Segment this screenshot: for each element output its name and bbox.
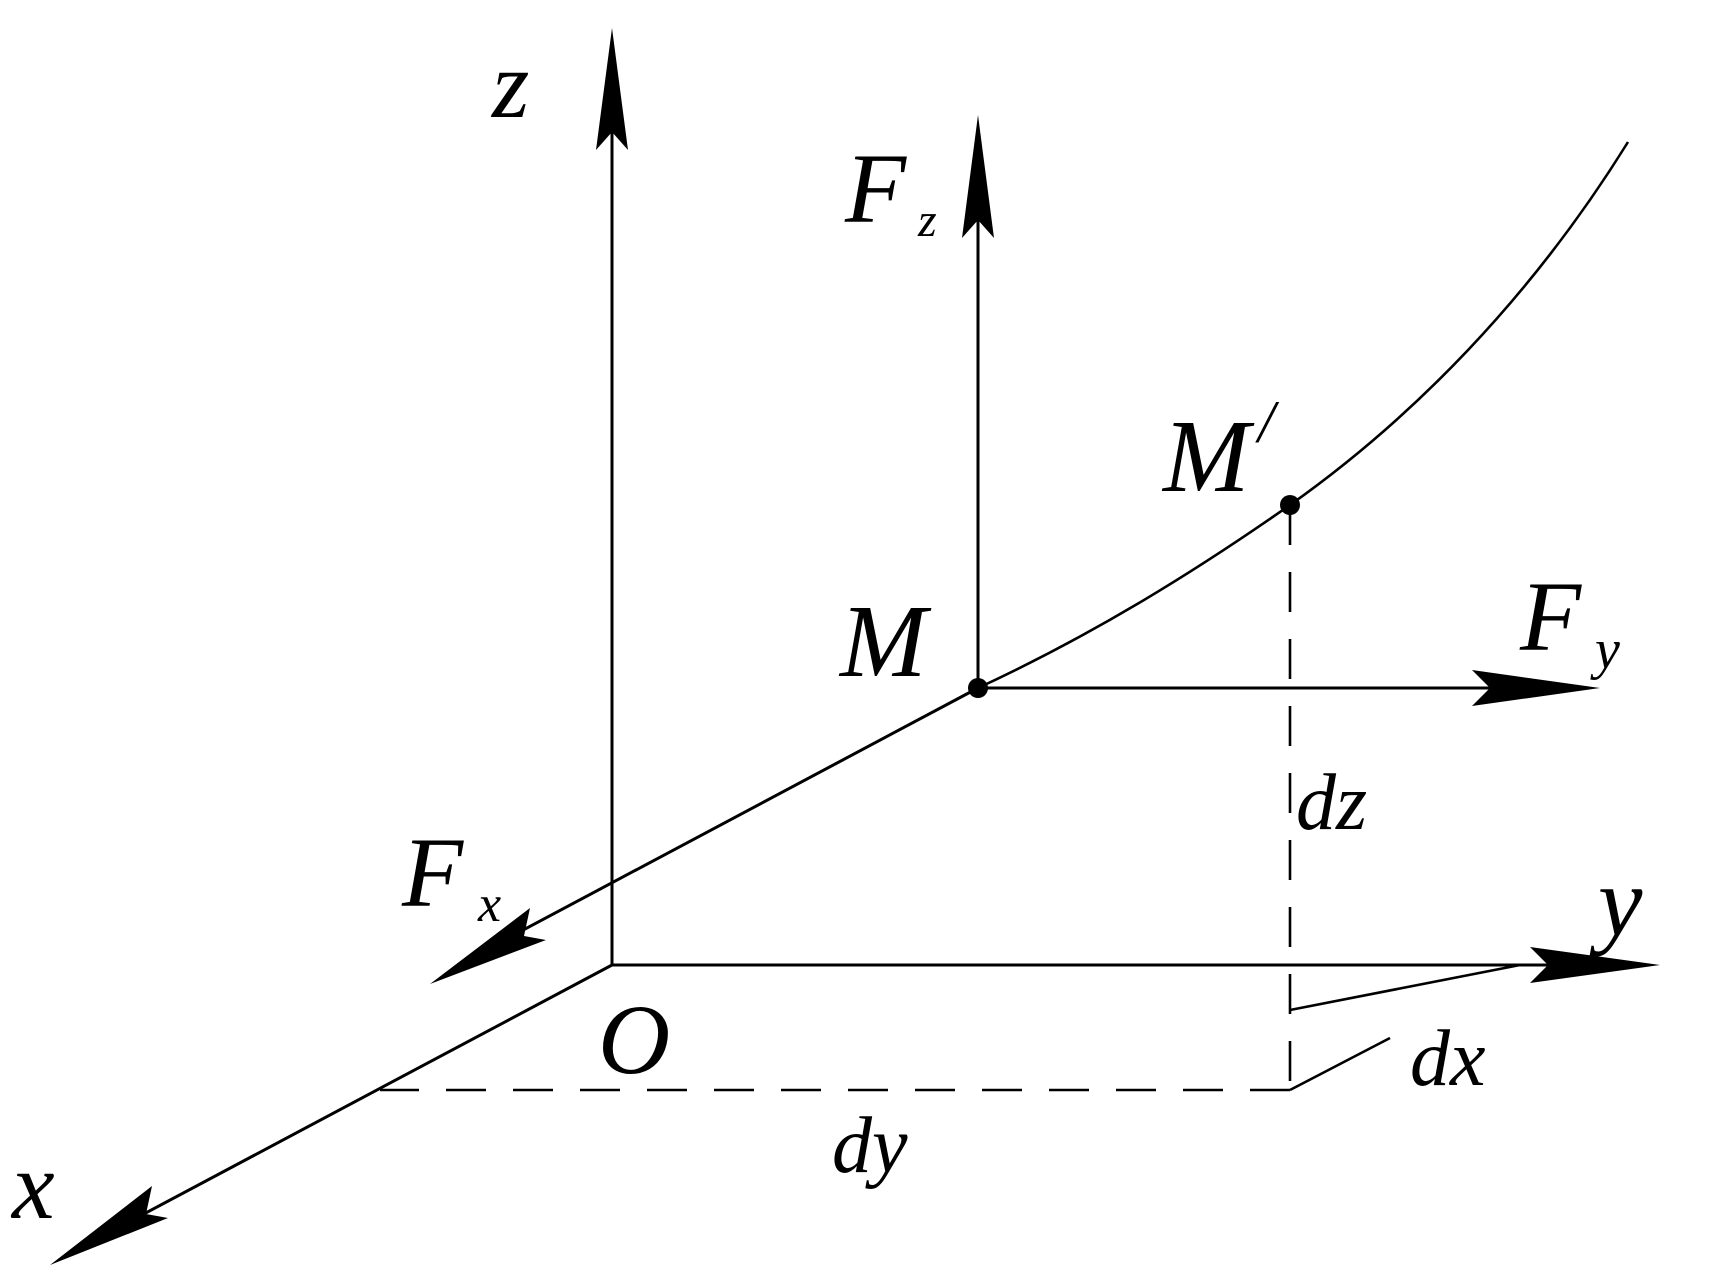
fy-arrowhead [1472,670,1600,706]
fx-label: F [401,817,464,928]
dx-label: dx [1410,1015,1486,1103]
x-axis-label: x [10,1132,55,1239]
m-prime-label: M [1161,399,1255,514]
x-axis [109,963,613,1234]
dz-label: dz [1296,759,1367,847]
dy-label: dy [832,1102,908,1190]
m-label: M [838,584,932,699]
point-m [968,678,988,698]
fx-vector [479,686,979,955]
z-axis-label: z [490,31,529,138]
fx-arrowhead [430,908,546,984]
y-axis-arrowhead [1530,947,1660,983]
point-m-prime [1280,495,1300,515]
z-axis-arrowhead [596,28,628,150]
x-axis-arrowhead [50,1186,168,1265]
dx-segment-upper [1289,963,1521,1012]
y-axis-label: y [1589,846,1643,957]
fy-subscript: y [1590,619,1620,681]
fz-arrowhead [962,115,994,238]
fz-subscript: z [917,194,937,247]
origin-label: O [598,984,670,1095]
prime-mark: / [1255,389,1280,455]
fy-label: F [1519,561,1582,672]
fz-label: F [844,133,907,244]
fx-subscript: x [477,876,501,933]
dx-segment-lower [1289,1036,1391,1092]
